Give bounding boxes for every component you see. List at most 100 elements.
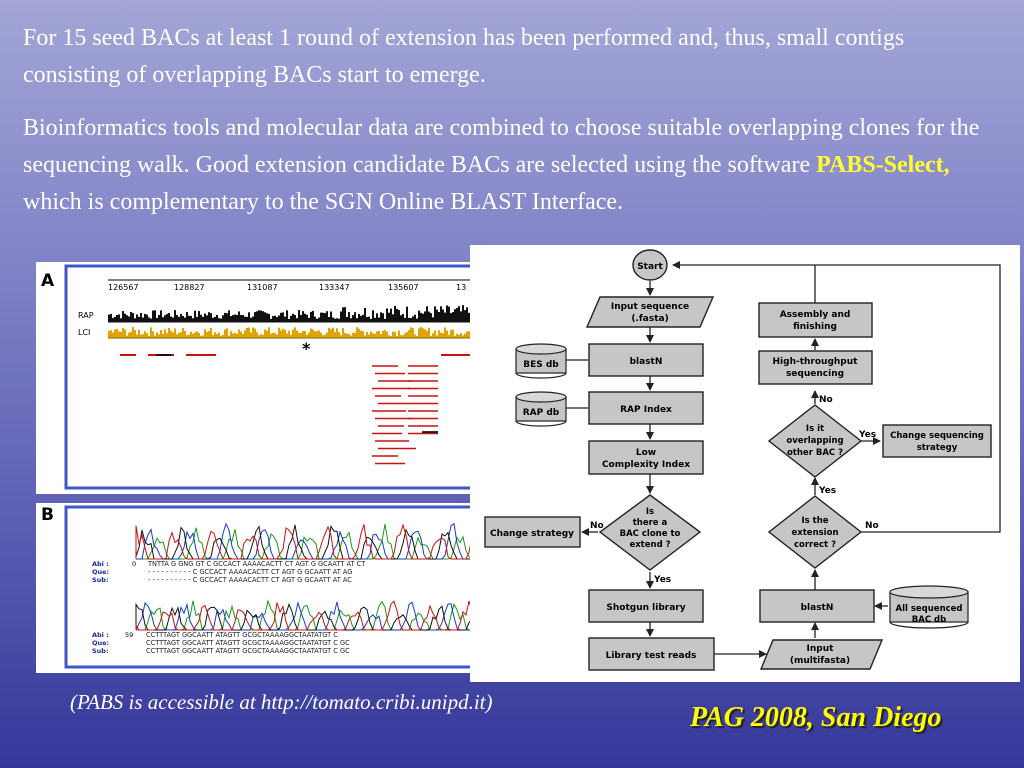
lci-bar — [444, 327, 446, 338]
lci-bar — [466, 331, 468, 338]
rap-bar — [240, 314, 242, 322]
rap-bar — [446, 305, 448, 322]
lci-bar — [332, 327, 334, 338]
lci-bar — [334, 331, 336, 338]
lci-bar — [216, 333, 218, 338]
rap-bar — [334, 318, 336, 322]
change-seq-line1: Change sequencing — [890, 431, 984, 441]
lci-bar — [152, 331, 154, 338]
lci-bar — [310, 328, 312, 338]
decision1-no: No — [590, 521, 604, 531]
lci-bar — [212, 335, 214, 338]
lci-bar — [192, 333, 194, 338]
pabs-select-highlight: PABS-Select, — [816, 152, 950, 178]
rap-bar — [286, 310, 288, 322]
rap-bar — [390, 308, 392, 322]
rap-bar — [370, 318, 372, 322]
rap-bar — [200, 314, 202, 322]
lci-bar — [438, 330, 440, 338]
lci-bar — [230, 331, 232, 338]
lci-bar — [138, 329, 140, 338]
lci-bar — [186, 335, 188, 338]
rap-bar — [408, 317, 410, 322]
low-complexity-line2: Complexity Index — [602, 460, 690, 470]
change-seq-line2: strategy — [917, 443, 958, 453]
rap-bar — [280, 312, 282, 322]
lci-bar — [210, 327, 212, 338]
rap-bar — [324, 313, 326, 322]
venue-label: PAG 2008, San Diego — [690, 702, 942, 733]
rap-bar — [132, 313, 134, 322]
rap-bar — [144, 313, 146, 322]
method-text-a: Bioinformatics tools and molecular data … — [23, 115, 980, 178]
rap-bar — [180, 314, 182, 322]
rap-bar — [362, 314, 364, 322]
seq2-label-que: Que: — [92, 639, 109, 647]
rap-bar — [336, 318, 338, 322]
lci-bar — [228, 335, 230, 338]
rap-bar — [260, 310, 262, 322]
rap-bar — [134, 318, 136, 322]
rap-bar — [124, 313, 126, 322]
lci-bar — [384, 330, 386, 338]
input-multi-line1: Input — [807, 644, 835, 654]
rap-bar — [190, 315, 192, 322]
lci-bar — [324, 334, 326, 338]
lci-bar — [258, 335, 260, 338]
rap-bar — [242, 315, 244, 322]
lci-bar — [120, 332, 122, 338]
decision3-line1: Is it — [806, 424, 824, 434]
lci-bar — [262, 334, 264, 338]
lci-bar — [282, 328, 284, 338]
rap-bar — [236, 315, 238, 322]
lci-bar — [274, 333, 276, 338]
rap-bar — [182, 316, 184, 322]
lci-bar — [226, 328, 228, 338]
ruler-tick-2: 128827 — [174, 283, 205, 292]
lci-bar — [254, 328, 256, 338]
panel-a-frame — [64, 264, 478, 490]
lci-bar — [316, 331, 318, 338]
track-rap-label: RAP — [78, 311, 94, 320]
rap-bar — [430, 313, 432, 322]
input-seq-line1: Input sequence — [611, 302, 689, 312]
lci-bar — [126, 335, 128, 338]
lci-bar — [468, 331, 470, 338]
rap-bar — [342, 307, 344, 322]
decision2-yes: Yes — [818, 486, 836, 496]
lci-bar — [290, 334, 292, 338]
trace-line — [136, 524, 473, 560]
input-sequence-node — [585, 296, 715, 328]
lci-bar — [108, 331, 110, 338]
rap-bar — [118, 314, 120, 322]
rap-bar — [444, 312, 446, 322]
rap-bar — [424, 311, 426, 322]
rap-bar — [244, 316, 246, 322]
rap-bar — [436, 309, 438, 322]
lci-bar — [320, 332, 322, 338]
rap-bar — [432, 317, 434, 322]
lci-bar — [222, 334, 224, 338]
rap-bar — [414, 314, 416, 322]
trace-line — [135, 600, 473, 631]
track-lci-label: LCI — [78, 328, 90, 337]
rap-bar — [250, 317, 252, 322]
trace-line — [135, 600, 472, 631]
lci-bar — [218, 332, 220, 338]
lci-bar — [426, 330, 428, 338]
rap-bar — [290, 315, 292, 322]
start-node — [632, 249, 668, 281]
lci-bar — [150, 327, 152, 338]
lci-bar — [408, 329, 410, 338]
all-sequenced-db-node — [889, 585, 969, 629]
lci-bar — [248, 327, 250, 338]
lci-bar — [214, 332, 216, 338]
lci-bar — [404, 333, 406, 338]
lci-bar — [260, 334, 262, 338]
lci-bar — [322, 335, 324, 338]
decision2-line3: correct ? — [794, 540, 836, 550]
rap-bar — [350, 318, 352, 322]
rap-bar — [304, 313, 306, 322]
rap-bar — [220, 318, 222, 322]
all-seq-db-line1: All sequenced — [895, 604, 962, 614]
